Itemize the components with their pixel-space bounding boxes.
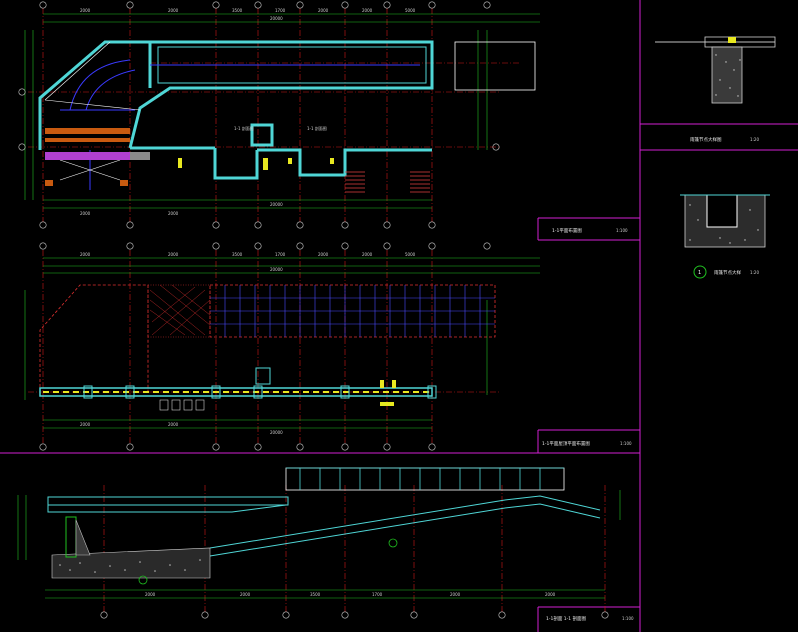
- lower-plan-scale: 1:100: [620, 441, 632, 446]
- svg-text:3500: 3500: [232, 252, 243, 257]
- svg-text:2000: 2000: [168, 211, 179, 216]
- svg-text:2000: 2000: [545, 592, 556, 597]
- svg-text:20000: 20000: [270, 202, 283, 207]
- svg-text:5000: 5000: [405, 252, 416, 257]
- detail-mid: 1 雨篷节点大样 1:20: [680, 194, 770, 279]
- upper-plan-dim-text: 2000 2000 3500 1700 2000 2000 5000 20000 200…: [80, 8, 416, 216]
- upper-plan-section-mark-1: 1-1 剖面图: [234, 125, 254, 131]
- svg-text:2000: 2000: [80, 422, 91, 427]
- svg-text:2000: 2000: [362, 252, 373, 257]
- svg-text:2000: 2000: [318, 252, 329, 257]
- detail-mid-marker: [693, 265, 707, 279]
- upper-plan-slope-lines: [44, 41, 141, 181]
- svg-text:2000: 2000: [80, 8, 91, 13]
- svg-text:1700: 1700: [275, 8, 286, 13]
- upper-plan-grey-block: [130, 152, 150, 160]
- section-canopy-frame: [286, 467, 564, 490]
- section-axes: [103, 485, 606, 612]
- lower-plan-hatch-pattern: [149, 284, 211, 336]
- section-ramp: [47, 495, 601, 557]
- section-marker-2: [138, 575, 148, 585]
- svg-text:20000: 20000: [270, 267, 283, 272]
- svg-text:2000: 2000: [450, 592, 461, 597]
- detail-top-green-bar: [728, 37, 736, 43]
- section-canopy: [285, 467, 565, 491]
- section-scale: 1:100: [622, 616, 634, 621]
- svg-text:2000: 2000: [318, 8, 329, 13]
- detail-mid-title: 雨篷节点大样: [714, 269, 741, 276]
- lower-plan-toilets: [159, 399, 205, 411]
- detail-mid-channel: [706, 194, 738, 228]
- section: 2000 2000 3500 1700 2000 2000 1-1剖面 1-1 剖面图…: [17, 467, 634, 622]
- lower-plan-axes: [28, 250, 500, 445]
- svg-text:2000: 2000: [168, 422, 179, 427]
- section-dim-text: 2000 2000 3500 1700 2000 2000: [145, 592, 556, 597]
- svg-text:2000: 2000: [168, 8, 179, 13]
- svg-text:2000: 2000: [362, 8, 373, 13]
- svg-text:1700: 1700: [372, 592, 383, 597]
- upper-plan: 2000 2000 3500 1700 2000 2000 5000 20000 200…: [18, 1, 628, 234]
- upper-plan-title: 1-1平面布置图: [552, 227, 582, 234]
- detail-top-dots: [715, 54, 741, 97]
- section-dims: [17, 490, 621, 599]
- section-title: 1-1剖面 1-1 剖面图: [546, 615, 587, 622]
- section-ground-fill: [51, 547, 211, 579]
- lower-plan-dims: [24, 257, 540, 429]
- upper-plan-axis-bubbles: [18, 1, 500, 229]
- upper-plan-section-mark-2: 1-1 剖面图: [307, 125, 327, 131]
- svg-text:2000: 2000: [80, 211, 91, 216]
- svg-text:3500: 3500: [310, 592, 321, 597]
- lower-plan-dim-text: 2000 2000 3500 1700 2000 2000 5000 20000 200…: [80, 252, 416, 435]
- lower-plan: 2000 2000 3500 1700 2000 2000 5000 20000 200…: [24, 242, 632, 451]
- svg-text:20000: 20000: [270, 16, 283, 21]
- section-ground-dots: [59, 559, 201, 573]
- upper-plan-end-block: [454, 41, 536, 91]
- upper-plan-magenta-strip: [45, 152, 130, 160]
- section-marker-1: [388, 538, 398, 548]
- upper-plan-dims: [24, 13, 540, 209]
- lower-plan-roof-outline: [39, 284, 149, 392]
- upper-plan-axes: [28, 8, 520, 222]
- svg-text:2000: 2000: [240, 592, 251, 597]
- section-retaining-fill: [75, 519, 91, 556]
- svg-text:5000: 5000: [405, 8, 416, 13]
- lower-plan-columns: [83, 367, 437, 399]
- svg-text:1700: 1700: [275, 252, 286, 257]
- lower-plan-hatch: [147, 284, 211, 338]
- upper-plan-columns: [45, 128, 130, 186]
- detail-mid-scale: 1:20: [750, 270, 759, 275]
- upper-plan-scale: 1:100: [616, 228, 628, 233]
- svg-text:2000: 2000: [168, 252, 179, 257]
- svg-text:2000: 2000: [145, 592, 156, 597]
- detail-top: 雨篷节点大样图 1:20: [655, 36, 776, 143]
- section-axis-bubbles: [100, 611, 609, 619]
- section-retaining-wall: [65, 516, 77, 558]
- svg-text:2000: 2000: [80, 252, 91, 257]
- upper-plan-fixtures: [178, 158, 334, 170]
- detail-top-title: 雨篷节点大样图: [690, 136, 722, 143]
- upper-plan-stairs: [345, 171, 430, 193]
- upper-plan-ramp-lines: [60, 59, 420, 190]
- detail-top-beam: [711, 46, 743, 104]
- lower-plan-axis-bubbles: [39, 242, 491, 451]
- detail-top-scale: 1:20: [750, 137, 759, 142]
- lower-plan-base-wall: [39, 387, 433, 397]
- svg-text:3500: 3500: [232, 8, 243, 13]
- lower-plan-roof-grid-lines: [210, 285, 495, 337]
- detail-mid-dots: [689, 204, 759, 244]
- lower-plan-title: 1-1平面屋顶平面布置图: [542, 440, 590, 447]
- lower-plan-fixtures: [380, 380, 396, 406]
- detail-mid-marker-num: 1: [698, 270, 701, 276]
- svg-text:20000: 20000: [270, 430, 283, 435]
